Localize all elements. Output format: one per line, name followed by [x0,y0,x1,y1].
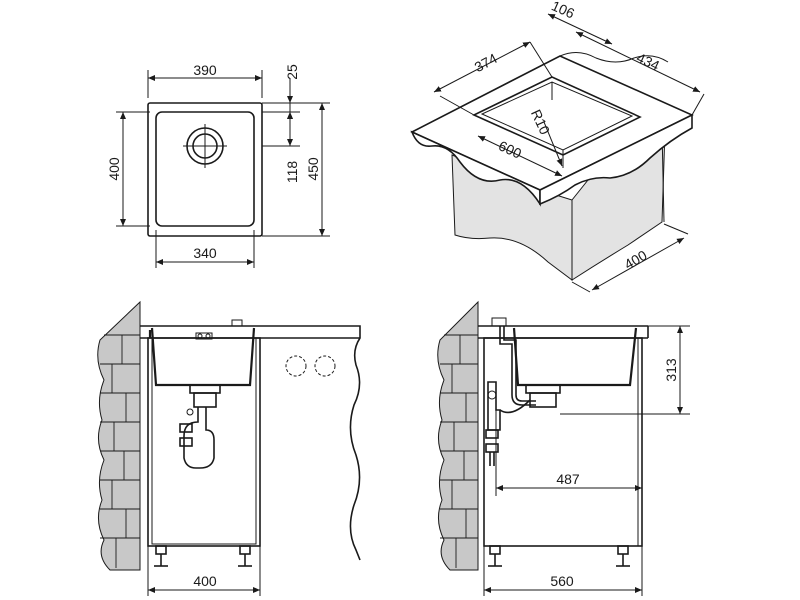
dim-top-width-outer: 390 [193,62,217,78]
p-trap-icon [179,384,221,469]
dashed-circle-left [285,355,307,377]
side-cabinet-legs [488,545,630,567]
front-countertop [140,325,361,561]
dashed-circle-right [314,355,336,377]
dim-iso-outer-length: 434 [634,49,662,73]
side-sink-bowl [512,327,638,387]
overflow-drain-icon [485,326,561,466]
front-cabinet [147,337,261,547]
dim-iso-rim-depth: 106 [549,0,577,22]
cabinet-front-face [451,154,573,281]
side-brick-joints [440,334,478,568]
dim-side-bowl-depth: 313 [663,358,679,382]
dim-iso-cabinet-depth: 400 [621,247,649,273]
side-view: 313 487 560 [437,300,690,596]
dim-top-height-bowl: 400 [106,157,122,181]
isometric-view: 374 106 434 R10 600 400 [410,0,705,293]
dim-front-cabinet-width: 400 [193,573,217,589]
brick-joints [100,334,140,568]
dim-side-cabinet-depth: 560 [550,573,574,589]
side-cabinet [483,337,643,547]
front-view: 400 [97,300,361,596]
side-brick-wall [437,300,479,571]
sink-bowl-outline [155,111,255,227]
sink-outer-rim [147,102,263,237]
brick-wall [97,300,141,571]
drain-icon [183,124,227,168]
dim-top-drain-offset: 118 [284,161,300,184]
dim-top-height-outer: 450 [305,157,321,181]
dim-top-rim-offset: 25 [284,64,300,80]
dim-side-drain-distance: 487 [556,471,580,487]
dim-iso-bowl-length: 374 [472,50,500,75]
top-view: 390 340 400 450 25 118 [106,62,330,268]
dim-top-width-bowl: 340 [193,245,217,261]
cabinet-legs [154,545,252,567]
